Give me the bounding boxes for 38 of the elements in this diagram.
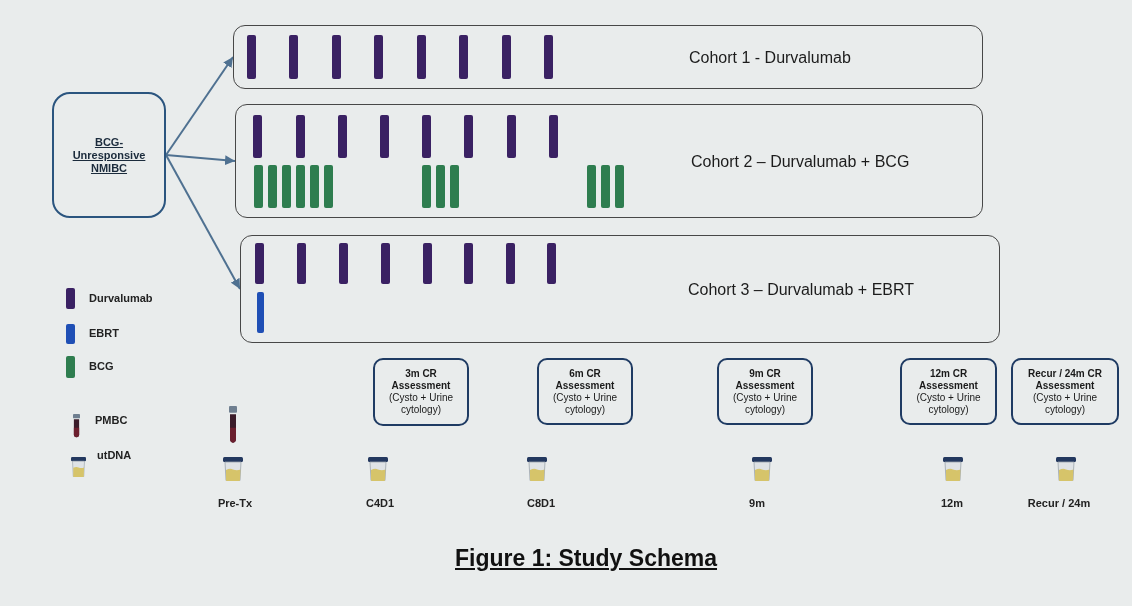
assessment-node	[717, 358, 813, 425]
cohort-label: Cohort 3 – Durvalumab + EBRT	[688, 280, 915, 300]
cohort-panel	[235, 104, 983, 218]
timepoint-label: C4D1	[365, 496, 395, 510]
arrow	[165, 56, 234, 156]
assessment-title: 6m CR Assessment	[554, 367, 616, 392]
assessment-detail: (Cysto + Urine cytology)	[731, 391, 799, 416]
timepoint-label: 9m	[749, 496, 765, 510]
assessment-title: 12m CR Assessment	[918, 367, 979, 392]
arrow	[165, 154, 236, 166]
population-node	[52, 92, 166, 218]
cohort-label: Cohort 2 – Durvalumab + BCG	[691, 152, 910, 172]
assessment-detail: (Cysto + Urine cytology)	[387, 392, 455, 416]
legend-label: Durvalumab	[89, 291, 153, 305]
assessment-detail: (Cysto + Urine cytology)	[915, 391, 982, 416]
cohort-panel	[233, 25, 983, 89]
assessment-node	[1011, 358, 1119, 425]
legend-label: BCG	[89, 359, 114, 373]
figure-caption: Figure 1: Study Schema	[455, 544, 717, 573]
assessment-node	[537, 358, 633, 425]
timepoint-label: 12m	[941, 496, 963, 510]
cohort-label: Cohort 1 - Durvalumab	[689, 48, 851, 68]
legend-label: PMBC	[95, 413, 128, 427]
assessment-title: 3m CR Assessment	[390, 368, 452, 392]
arrow	[165, 154, 241, 290]
assessment-title: 9m CR Assessment	[734, 367, 796, 392]
assessment-title: Recur / 24m CR Assessment	[1027, 367, 1103, 392]
assessment-detail: (Cysto + Urine cytology)	[1031, 391, 1099, 416]
legend-label: utDNA	[97, 448, 132, 462]
assessment-node	[900, 358, 997, 425]
assessment-detail: (Cysto + Urine cytology)	[551, 391, 619, 416]
timepoint-label: C8D1	[526, 496, 556, 510]
timepoint-label: Recur / 24m	[1027, 496, 1091, 510]
assessment-node	[373, 358, 469, 426]
population-label: BCG-Unresponsive NMIBC	[71, 135, 147, 175]
timepoint-label: Pre-Tx	[217, 496, 253, 510]
cohort-panel	[240, 235, 1000, 343]
legend-label: EBRT	[89, 326, 119, 340]
